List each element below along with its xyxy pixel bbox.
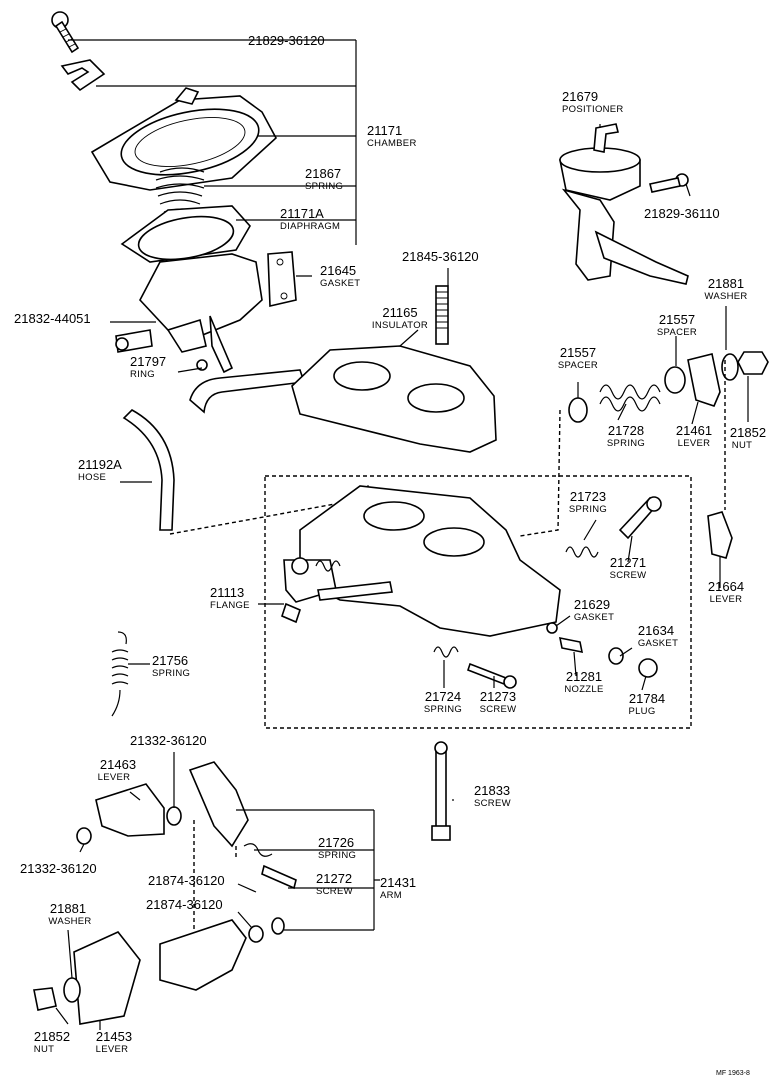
flange-drawing <box>281 485 662 689</box>
part-number-21726: 21726 <box>318 835 355 850</box>
part-number-21845-36120: 21845-36120 <box>402 249 479 264</box>
lower-parts-drawing <box>33 631 451 1025</box>
part-name-positioner: POSITIONER <box>562 104 624 115</box>
part-name-lever-21463: LEVER <box>97 772 131 783</box>
part-number-21645: 21645 <box>320 263 357 278</box>
part-name-gasket-21629: GASKET <box>573 612 615 623</box>
part-name-screw-21273: SCREW <box>479 704 517 715</box>
part-name-spring-21723: SPRING <box>568 504 608 515</box>
part-number-21829-36120: 21829-36120 <box>248 33 325 48</box>
part-name-spring-21724: SPRING <box>423 704 463 715</box>
part-name-lever-21453: LEVER <box>95 1044 129 1055</box>
part-number-21881-top: 21881 <box>707 276 745 291</box>
part-name-washer-top: WASHER <box>704 291 748 302</box>
part-number-21852-bottom: 21852 <box>33 1029 71 1044</box>
part-number-21797: 21797 <box>130 354 167 369</box>
part-number-21453: 21453 <box>95 1029 133 1044</box>
flange-group-box <box>264 475 692 729</box>
part-number-21784: 21784 <box>628 691 666 706</box>
part-number-21281: 21281 <box>565 669 603 684</box>
part-number-21272: 21272 <box>316 871 353 886</box>
part-name-nut-top: NUT <box>731 440 753 451</box>
part-number-21463: 21463 <box>99 757 137 772</box>
part-name-spring-21728: SPRING <box>606 438 646 449</box>
part-number-21664: 21664 <box>707 579 745 594</box>
part-name-insulator: INSULATOR <box>371 320 429 331</box>
part-name-gasket: GASKET <box>320 278 361 289</box>
part-name-spacer-right: SPACER <box>656 327 698 338</box>
part-number-21273: 21273 <box>479 689 517 704</box>
figure-code: MF 1963-8 <box>716 1070 750 1077</box>
part-number-21724: 21724 <box>424 689 462 704</box>
part-number-21332-36120-bottom: 21332-36120 <box>20 861 97 876</box>
part-number-21431: 21431 <box>380 875 417 890</box>
part-name-diaphragm: DIAPHRAGM <box>280 221 341 232</box>
part-number-21461: 21461 <box>675 423 713 438</box>
part-number-21756: 21756 <box>152 653 189 668</box>
part-name-arm: ARM <box>380 890 403 901</box>
part-number-21192a: 21192A <box>78 457 122 472</box>
part-name-ring: RING <box>130 369 155 380</box>
positioner-drawing <box>559 123 689 285</box>
part-name-nut-bottom: NUT <box>33 1044 55 1055</box>
part-number-21728: 21728 <box>607 423 645 438</box>
part-number-21165: 21165 <box>382 305 418 320</box>
part-name-nozzle: NOZZLE <box>564 684 604 695</box>
part-number-21867: 21867 <box>305 166 342 181</box>
part-name-gasket-21634: GASKET <box>637 638 679 649</box>
part-number-21832-44051: 21832-44051 <box>14 311 91 326</box>
part-number-21829-36110: 21829-36110 <box>644 206 720 221</box>
chamber-assembly-drawing <box>51 11 306 414</box>
part-number-21852-top: 21852 <box>729 425 767 440</box>
part-number-21634: 21634 <box>637 623 675 638</box>
part-number-21874-36120-bottom: 21874-36120 <box>146 897 223 912</box>
part-name-hose: HOSE <box>78 472 107 483</box>
part-name-lever-21461: LEVER <box>677 438 711 449</box>
hose-drawing <box>122 409 175 531</box>
part-name-screw-21271: SCREW <box>609 570 647 581</box>
part-number-21833: 21833 <box>474 783 511 798</box>
part-number-21679: 21679 <box>562 89 599 104</box>
part-name-spring-21726: SPRING <box>318 850 357 861</box>
part-number-21113: 21113 <box>210 585 245 600</box>
part-number-21629: 21629 <box>573 597 611 612</box>
part-number-21557-right: 21557 <box>658 312 696 327</box>
part-number-21171a: 21171A <box>280 206 324 221</box>
part-number-21171: 21171 <box>367 123 403 138</box>
part-number-21723: 21723 <box>569 489 607 504</box>
part-name-spring: SPRING <box>305 181 344 192</box>
part-number-21332-36120-top: 21332-36120 <box>130 733 207 748</box>
part-number-21271: 21271 <box>609 555 647 570</box>
lever-spring-drawing <box>519 351 769 559</box>
part-name-screw-21833: SCREW <box>474 798 511 809</box>
part-name-chamber: CHAMBER <box>367 138 417 149</box>
leader-lines <box>55 39 749 1030</box>
insulator-drawing <box>291 285 497 453</box>
part-number-21557-left: 21557 <box>559 345 597 360</box>
part-name-screw-21272: SCREW <box>316 886 353 897</box>
part-name-spacer-left: SPACER <box>557 360 599 371</box>
part-name-washer-bottom: WASHER <box>48 916 92 927</box>
part-name-plug: PLUG <box>628 706 656 717</box>
part-name-flange: FLANGE <box>210 600 250 611</box>
part-number-21874-36120-top: 21874-36120 <box>148 873 225 888</box>
part-name-lever-21664: LEVER <box>709 594 743 605</box>
part-name-spring-21756: SPRING <box>152 668 191 679</box>
part-number-21881-bottom: 21881 <box>49 901 87 916</box>
